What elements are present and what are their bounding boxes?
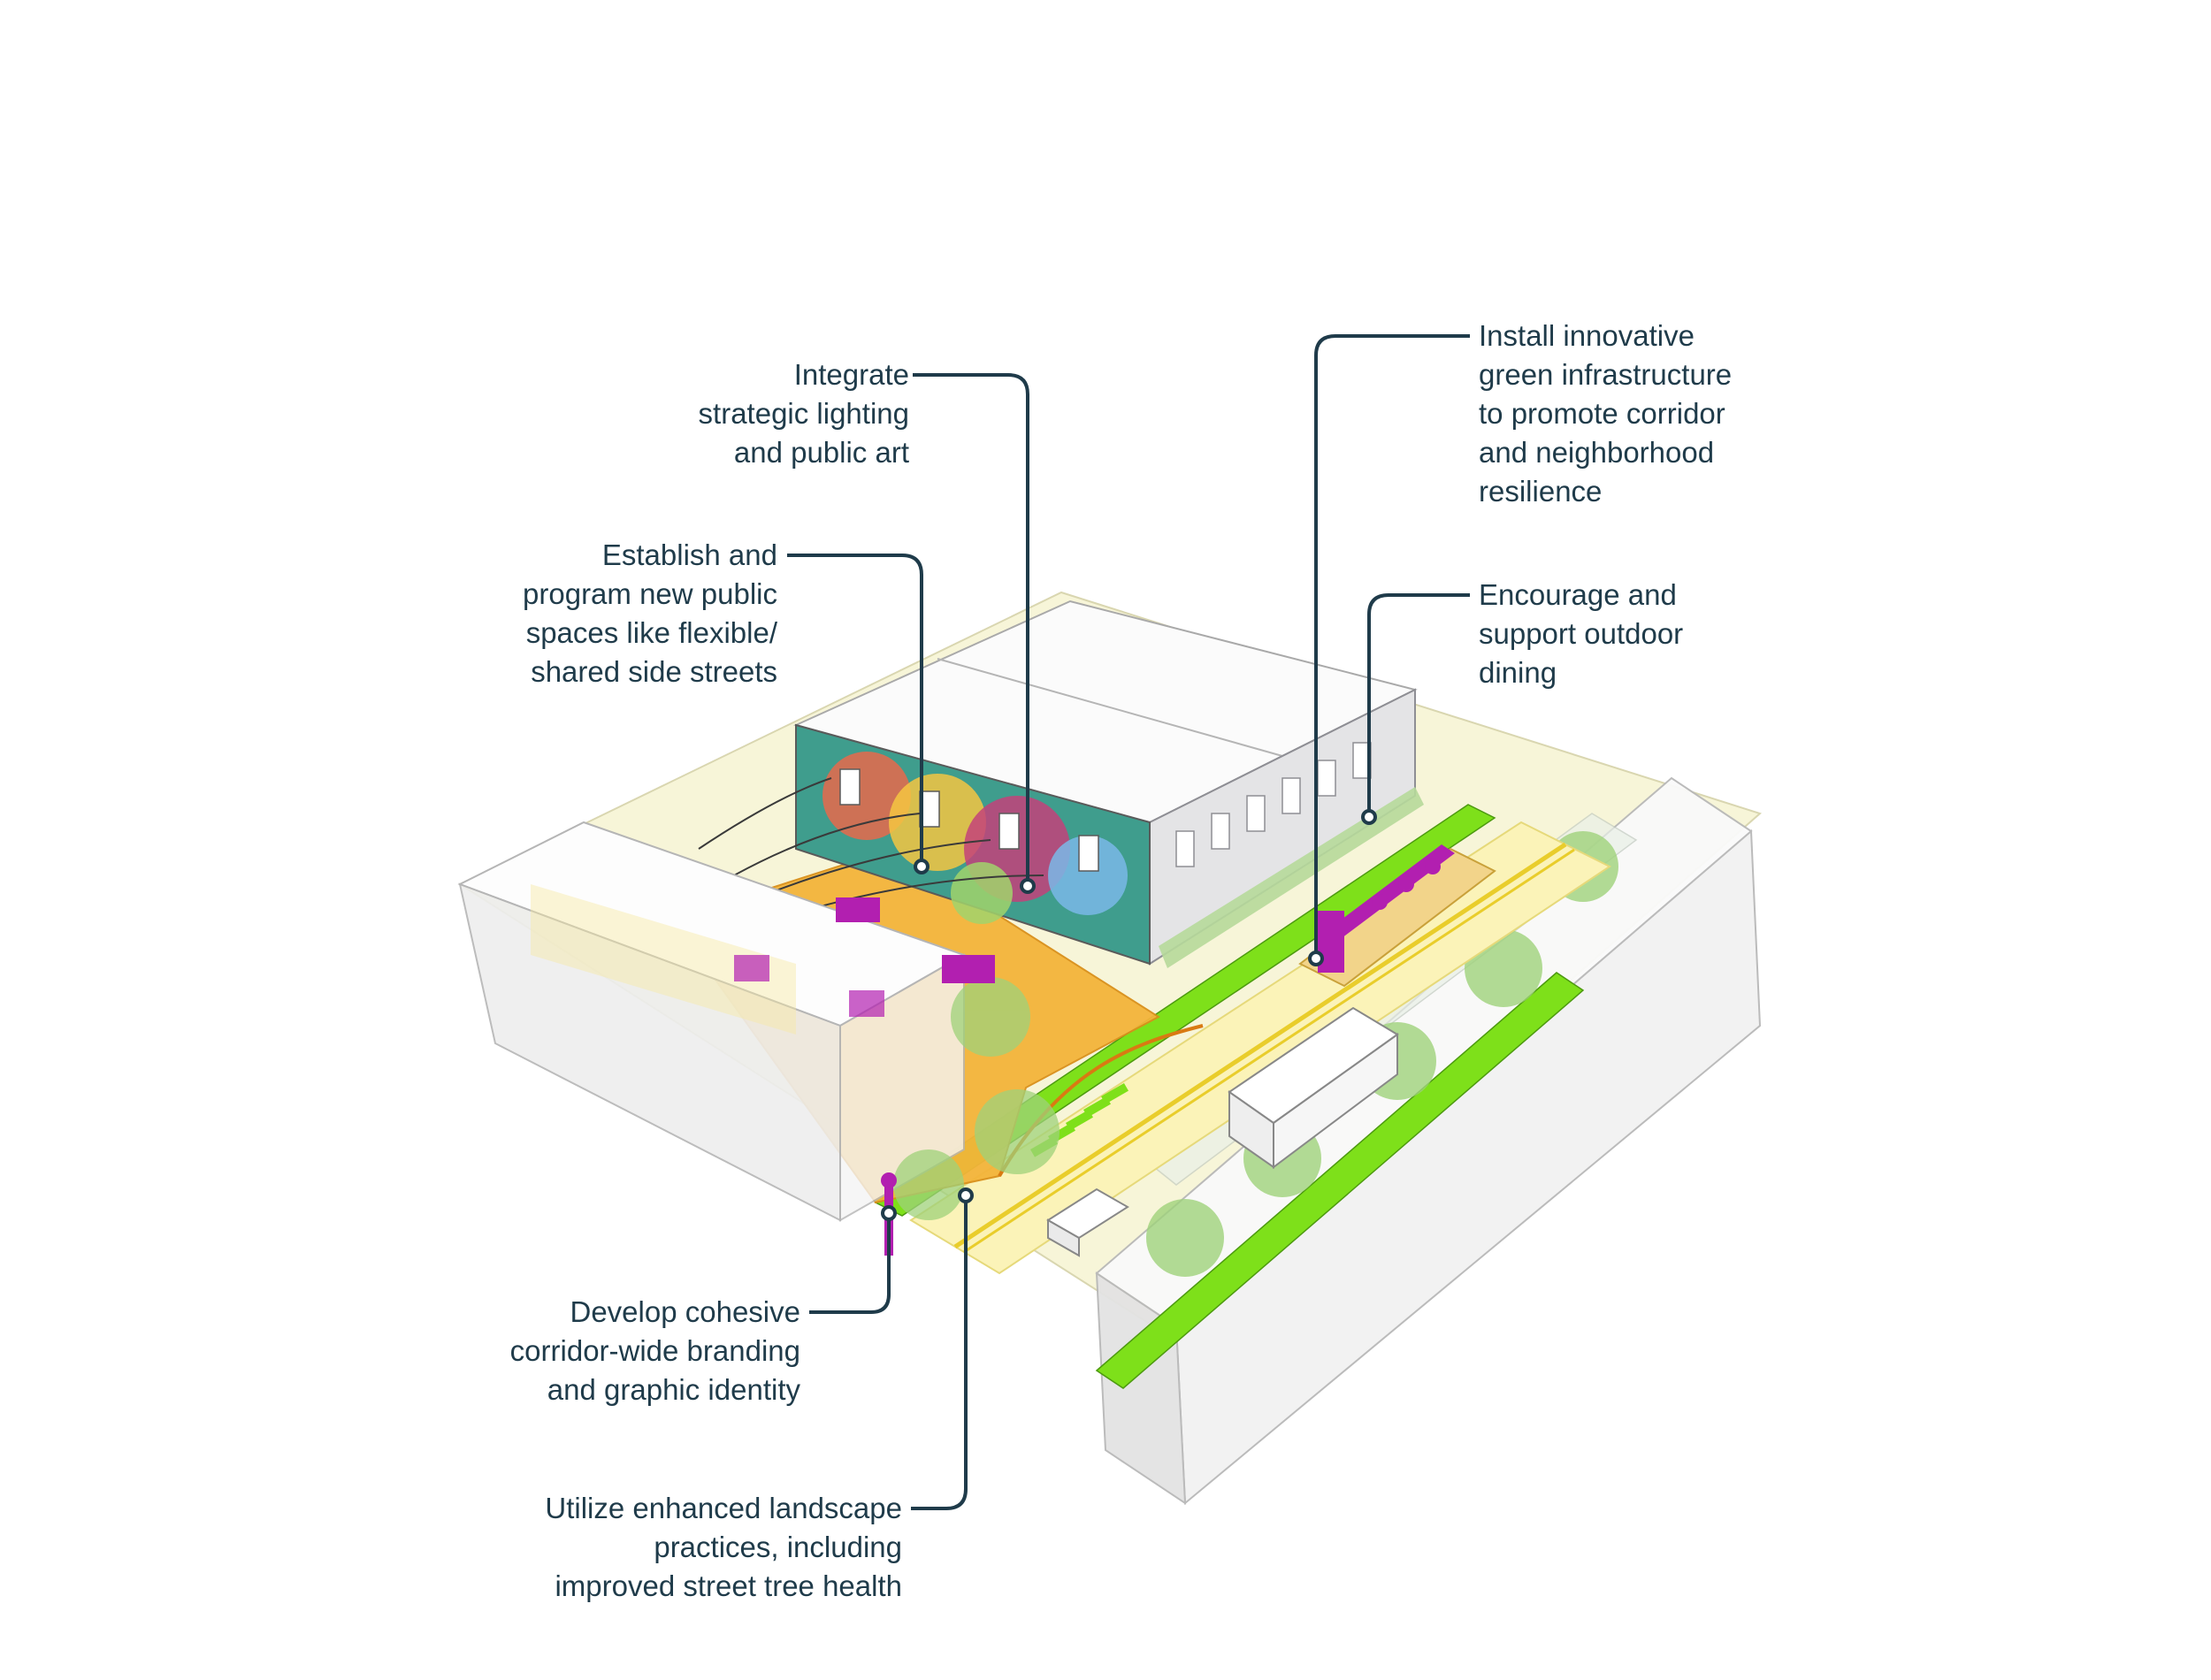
leader-line-lighting [913,373,1029,884]
kiosks [836,897,995,983]
plaza-trees [893,977,1060,1220]
leader-line-green-infrastructure [1314,334,1470,957]
leader-line-branding [809,1215,891,1314]
callout-lighting-line-1: Integrate [793,358,909,391]
leader-line-landscape [911,1197,968,1510]
callout-green-infrastructure-line-2: green infrastructure [1479,358,1733,391]
left-building [457,821,967,1222]
callout-landscape-line-3: improved street tree health [555,1569,902,1602]
callout-landscape-line-2: practices, including [654,1531,902,1563]
callout-lighting-line-2: strategic lighting [698,397,909,430]
callout-public-spaces: Establish and program new public spaces … [523,536,777,691]
bus [1228,1006,1399,1169]
callout-green-infrastructure-line-4: and neighborhood [1479,436,1715,469]
callout-branding-line-2: corridor-wide branding [509,1334,800,1367]
callout-branding-line-1: Develop cohesive [570,1295,801,1328]
leader-lines [787,334,1470,1510]
callout-branding-line-3: and graphic identity [547,1373,800,1406]
callout-landscape: Utilize enhanced landscape practices, in… [545,1489,902,1606]
callout-green-infrastructure-line-3: to promote corridor [1479,397,1725,430]
callout-outdoor-dining-line-3: dining [1479,656,1557,689]
callout-public-spaces-line-2: program new public [523,577,777,610]
callout-outdoor-dining-line-2: support outdoor [1479,617,1684,650]
callout-public-spaces-line-4: shared side streets [531,655,777,688]
main-building [793,599,1424,968]
callout-green-infrastructure-line-5: resilience [1479,475,1603,508]
callout-lighting: Integrate strategic lighting and public … [699,355,909,472]
leader-line-public-spaces [787,554,923,865]
callout-outdoor-dining: Encourage and support outdoor dining [1479,576,1683,692]
callout-outdoor-dining-line-1: Encourage and [1479,578,1677,611]
callout-lighting-line-3: and public art [733,436,909,469]
callout-public-spaces-line-3: spaces like flexible/ [525,616,777,649]
callout-landscape-line-1: Utilize enhanced landscape [545,1492,902,1524]
callout-green-infrastructure: Install innovative green infrastructure … [1479,317,1732,511]
callout-public-spaces-line-1: Establish and [601,538,777,571]
leader-line-outdoor-dining [1367,593,1470,815]
car [1046,1187,1129,1257]
callout-branding: Develop cohesive corridor-wide branding … [510,1293,800,1409]
callout-green-infrastructure-line-1: Install innovative [1479,319,1695,352]
